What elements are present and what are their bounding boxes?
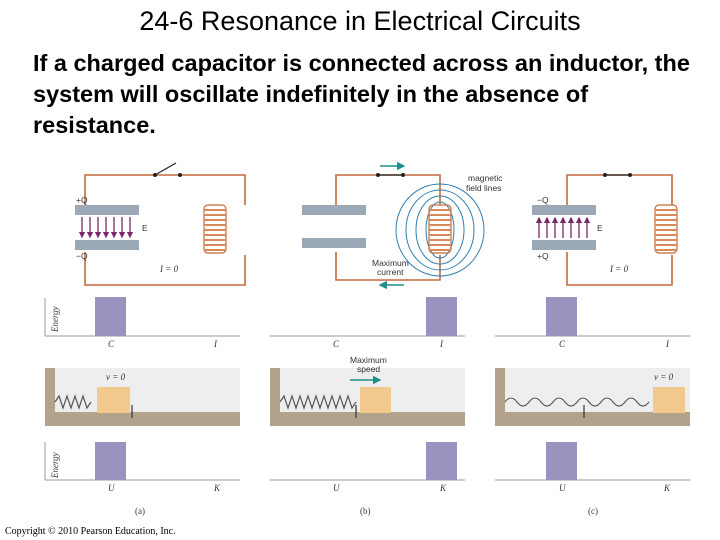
svg-text:v = 0: v = 0	[106, 372, 126, 382]
magnetic-label-2: field lines	[466, 183, 501, 193]
svg-text:I: I	[665, 339, 670, 349]
svg-text:I: I	[439, 339, 444, 349]
circuit-b: magnetic field lines Maximum current	[302, 161, 503, 290]
capacitor-plate-top	[75, 205, 139, 215]
spring-panel-c: v = 0	[495, 368, 690, 426]
block-b	[360, 387, 391, 413]
magnetic-field-lines	[395, 183, 485, 277]
panel-label-b: (b)	[360, 506, 371, 516]
energy-axis-label-1: Energy	[50, 306, 60, 333]
circuit-c: −Q +Q E I = 0	[532, 173, 678, 286]
inductor-coil-icon	[203, 204, 227, 254]
panel-label-c: (c)	[588, 506, 598, 516]
energy-bar-k-b	[426, 442, 457, 480]
energy-row-1: Energy C I C I C I	[44, 297, 690, 349]
energy-row-2: Energy U K U K U K	[44, 442, 690, 493]
svg-text:U: U	[559, 483, 566, 493]
svg-text:C: C	[108, 339, 115, 349]
energy-axis-label-2: Energy	[50, 452, 60, 479]
svg-text:C: C	[559, 339, 566, 349]
svg-text:U: U	[108, 483, 115, 493]
spring-icon-b	[279, 394, 357, 410]
energy-bar-i-b	[426, 297, 457, 336]
spring-panel-b: Maximum speed	[270, 355, 465, 426]
block-a	[97, 387, 130, 413]
energy-bar-u-c	[546, 442, 577, 480]
slide-body-text: If a charged capacitor is connected acro…	[33, 50, 690, 138]
electric-field-arrows-c	[535, 216, 591, 238]
inductor-coil-icon-b	[428, 204, 452, 254]
charge-plus-label-c: +Q	[537, 251, 549, 261]
open-switch-icon	[154, 162, 177, 176]
charge-minus-label: −Q	[76, 251, 88, 261]
svg-text:speed: speed	[357, 364, 380, 374]
energy-bar-u-a	[95, 442, 126, 480]
capacitor-plate-bottom	[75, 240, 139, 250]
magnetic-label-1: magnetic	[468, 173, 503, 183]
spring-panel-a: v = 0	[45, 368, 240, 426]
current-zero-label-c: I = 0	[609, 264, 629, 274]
field-label: E	[142, 223, 148, 233]
svg-text:I: I	[213, 339, 218, 349]
charge-minus-label-c: −Q	[537, 195, 549, 205]
charge-plus-label: +Q	[76, 195, 88, 205]
block-c	[653, 387, 685, 413]
slide-title: 24-6 Resonance in Electrical Circuits	[139, 6, 581, 36]
current-zero-label: I = 0	[159, 264, 179, 274]
inductor-coil-icon-c	[654, 204, 678, 254]
svg-text:Maximum: Maximum	[350, 355, 387, 365]
svg-text:C: C	[333, 339, 340, 349]
spring-icon-c	[504, 397, 650, 407]
svg-text:K: K	[439, 483, 447, 493]
svg-text:U: U	[333, 483, 340, 493]
circuit-a: +Q −Q E I = 0	[75, 162, 246, 286]
electric-field-arrows	[78, 217, 134, 239]
panel-label-a: (a)	[135, 506, 145, 516]
spring-icon-a	[54, 394, 92, 410]
svg-text:v = 0: v = 0	[654, 372, 674, 382]
svg-text:K: K	[213, 483, 221, 493]
copyright-notice: Copyright © 2010 Pearson Education, Inc.	[5, 526, 176, 537]
energy-bar-c-a	[95, 297, 126, 336]
max-current-label-1: Maximum	[372, 258, 409, 268]
field-label-c: E	[597, 223, 603, 233]
energy-bar-c-c	[546, 297, 577, 336]
svg-text:K: K	[663, 483, 671, 493]
max-current-label-2: current	[377, 267, 404, 277]
